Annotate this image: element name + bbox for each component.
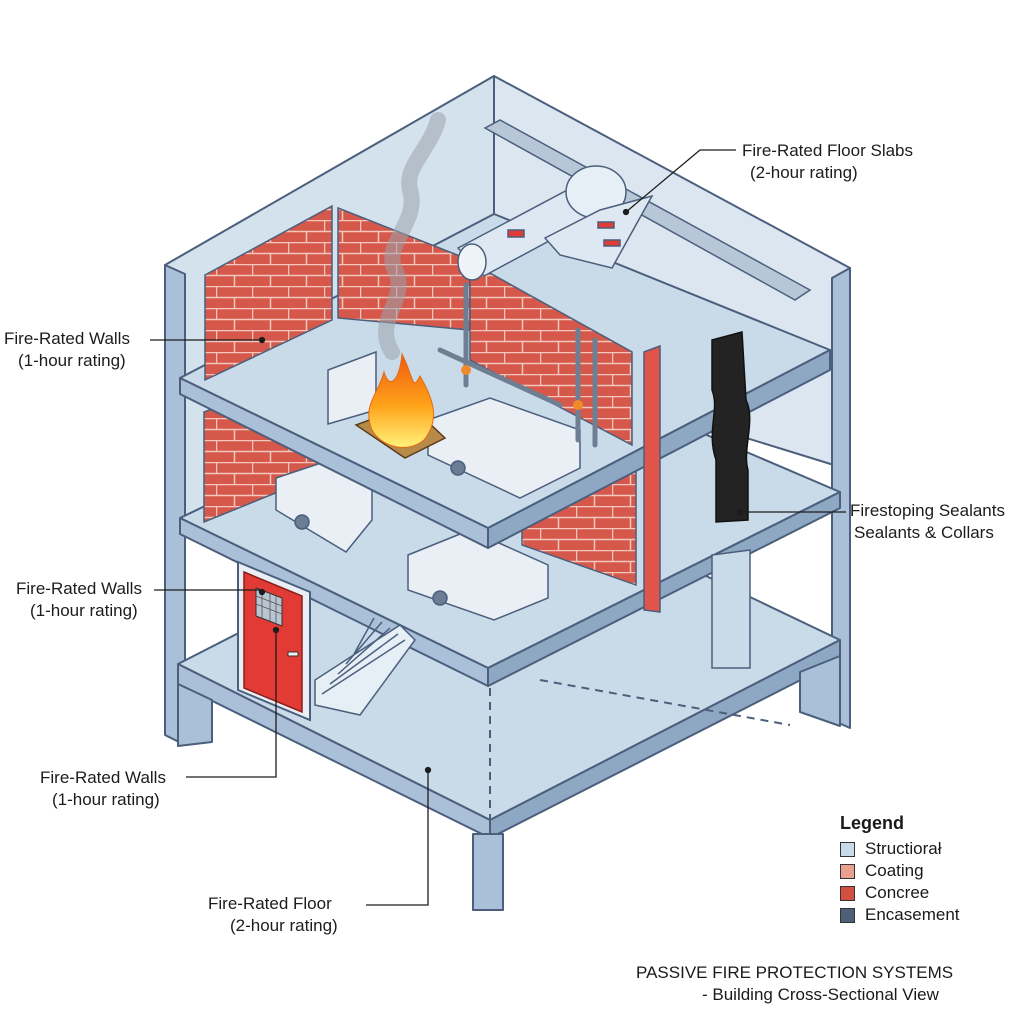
column-front: [472, 833, 504, 911]
smoke-plume: [378, 112, 446, 360]
legend-item-encasement: Encasement: [840, 904, 960, 926]
leader-floor-slabs: [625, 149, 736, 213]
fire-door: [237, 560, 311, 722]
label-line1: Fire-Rated Walls: [4, 329, 130, 348]
caption-title: PASSIVE FIRE PROTECTION SYSTEMS: [636, 963, 954, 982]
leader-floor: [366, 770, 429, 906]
label-fire-rated-floor: Fire-Rated Floor (2-hour rating): [208, 893, 338, 937]
label-fire-rated-walls-middle: Fire-Rated Walls (1-hour rating): [16, 578, 142, 622]
encased-column: [711, 331, 751, 523]
label-line1: Fire-Rated Floor: [208, 894, 332, 913]
ceiling-services: [456, 119, 812, 301]
leader-lines: [150, 149, 846, 906]
label-line1: Firestoping Sealants: [850, 501, 1005, 520]
label-line2: (2-hour rating): [750, 163, 858, 182]
stair-block: [314, 624, 416, 716]
legend-label: Structiorał: [865, 839, 942, 858]
legend-item-coating: Coating: [840, 860, 960, 882]
fire-source: [354, 112, 447, 459]
label-line2: (1-hour rating): [30, 601, 138, 620]
legend-swatch: [840, 907, 855, 923]
label-line1: Fire-Rated Walls: [16, 579, 142, 598]
legend-label: Encasement: [865, 905, 960, 924]
diagram-caption: PASSIVE FIRE PROTECTION SYSTEMS - Buildi…: [636, 962, 953, 1006]
column-left: [177, 683, 213, 747]
legend-swatch: [840, 841, 855, 857]
column-right: [799, 655, 841, 727]
middle-office-desks: [275, 459, 549, 621]
leader-walls-lower: [186, 630, 277, 778]
upper-office-desks: [327, 350, 581, 499]
penetrating-pipes: [437, 282, 598, 448]
steel-beam: [483, 119, 812, 301]
legend-item-concrete: Concree: [840, 882, 960, 904]
fire-door-panel: [243, 570, 303, 714]
upper-right-brick-wall: [469, 260, 633, 447]
legend: Legend Structiorał Coating Concree Encas…: [840, 813, 960, 926]
label-line2: (1-hour rating): [52, 790, 160, 809]
column-lower: [711, 549, 751, 669]
stairwell: [314, 617, 416, 716]
label-fire-rated-walls-lower: Fire-Rated Walls (1-hour rating): [40, 767, 166, 811]
label-fire-rated-walls-upper: Fire-Rated Walls (1-hour rating): [4, 328, 130, 372]
coated-steel-column: [643, 344, 661, 613]
flame-icon: [368, 352, 435, 448]
legend-swatch: [840, 885, 855, 901]
label-line2: Sealants & Collars: [854, 523, 994, 542]
legend-label: Coating: [865, 861, 924, 880]
middle-slab-edge-right: [487, 491, 841, 687]
legend-title: Legend: [840, 813, 905, 833]
label-firestopping-sealants: Firestoping Sealants Sealants & Collars: [850, 500, 1005, 544]
label-line2: (2-hour rating): [230, 916, 338, 935]
label-line1: Fire-Rated Floor Slabs: [742, 141, 914, 160]
upper-left-brick-wall: [204, 204, 333, 382]
stair-steps: [321, 617, 406, 695]
label-fire-rated-floor-slabs: Fire-Rated Floor Slabs (2-hour rating): [742, 140, 913, 184]
upper-fire-walls: [204, 204, 633, 447]
hidden-edge-2: [539, 679, 791, 726]
label-line1: Fire-Rated Walls: [40, 768, 166, 787]
label-line2: (1-hour rating): [18, 351, 126, 370]
caption-subtitle: - Building Cross-Sectional View: [702, 985, 939, 1004]
legend-label: Concree: [865, 883, 930, 902]
protected-columns: [643, 331, 751, 669]
legend-item-structural: Structiorał: [840, 838, 960, 860]
door-vision-panel: [255, 587, 283, 627]
legend-swatch: [840, 863, 855, 879]
door-handle-icon: [287, 651, 299, 657]
